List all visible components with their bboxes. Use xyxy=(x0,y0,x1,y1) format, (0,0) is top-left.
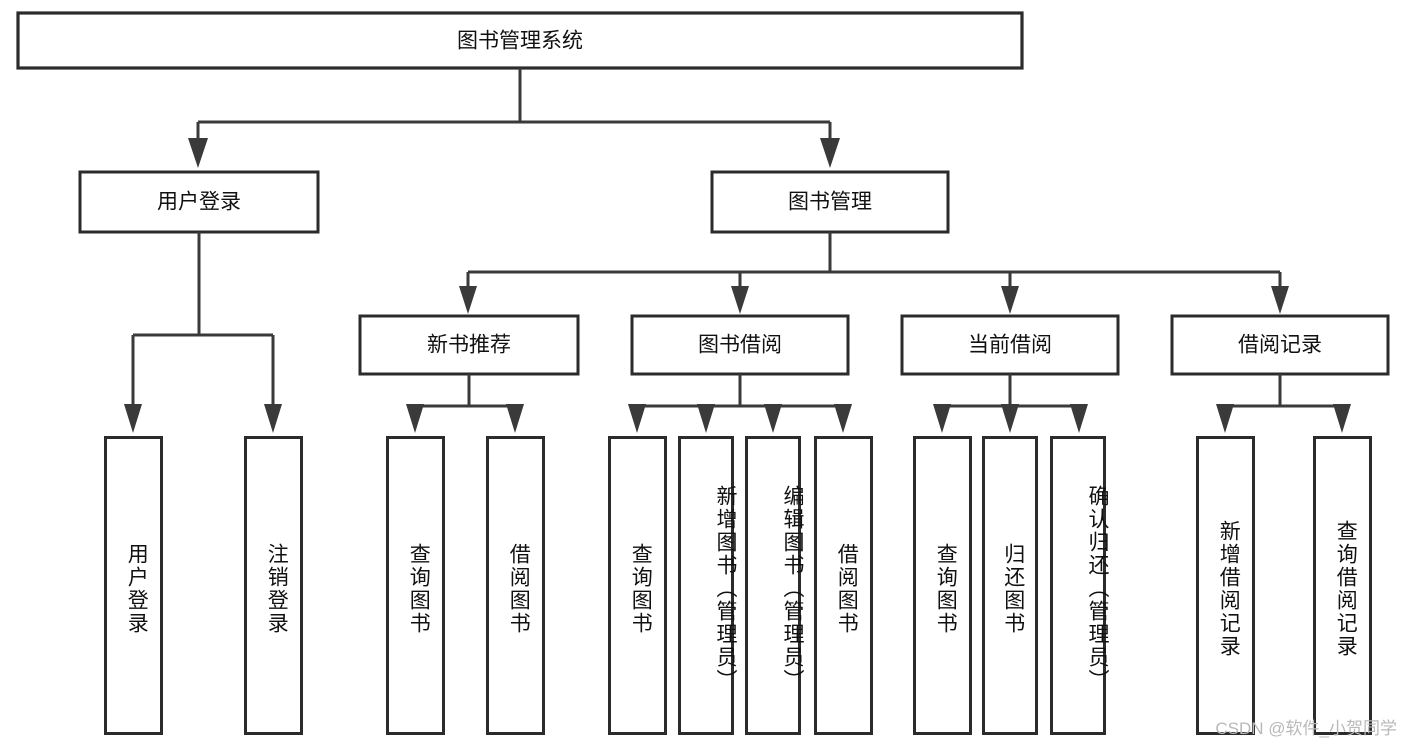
node-user-login-box[interactable] xyxy=(78,170,320,234)
node-book-management-label: 图书管理 xyxy=(788,191,872,214)
arrowhead-level2-1 xyxy=(188,138,208,168)
node-current-borrow-label: 当前借阅 xyxy=(968,334,1052,357)
leaf-box-book-borrow-1[interactable]: 查询图书 xyxy=(608,436,667,735)
leaf-box-current-borrow-3[interactable]: 确认归还（管理员） xyxy=(1050,436,1109,735)
arrowhead-level3-1 xyxy=(459,286,477,314)
leaf-box-user-login-1[interactable]: 用户登录 xyxy=(104,436,163,735)
node-root-box[interactable] xyxy=(16,11,1024,70)
leaf-box-current-borrow-1[interactable]: 查询图书 xyxy=(913,436,972,735)
leaf-label-borrow-record-2: 查询借阅记录 xyxy=(1334,519,1358,658)
leaf-text-wrap: 注销登录 xyxy=(247,439,300,732)
arrowhead-cb-1 xyxy=(933,404,951,433)
leaf-text-wrap: 借阅图书 xyxy=(489,439,542,732)
leaf-label-current-borrow-3: 确认归还（管理员） xyxy=(1086,485,1109,692)
arrowhead-bb-4 xyxy=(834,404,852,433)
node-borrow-record-label: 借阅记录 xyxy=(1238,334,1322,357)
arrowhead-bb-2 xyxy=(697,404,715,433)
leaf-text-wrap: 编辑图书（管理员） xyxy=(748,439,804,732)
leaf-label-book-borrow-1: 查询图书 xyxy=(629,542,653,635)
leaf-box-borrow-record-1[interactable]: 新增借阅记录 xyxy=(1196,436,1255,735)
leaf-label-new-book-recommend-2: 借阅图书 xyxy=(507,542,531,635)
arrowhead-cb-3 xyxy=(1070,404,1088,433)
arrowhead-user-login-leaf-2 xyxy=(264,404,282,433)
leaf-text-wrap: 查询图书 xyxy=(389,439,442,732)
leaf-label-book-borrow-3: 编辑图书（管理员） xyxy=(781,485,804,692)
arrowhead-level3-2 xyxy=(731,286,749,314)
node-book-borrow-box[interactable] xyxy=(630,314,850,376)
leaf-box-new-book-recommend-2[interactable]: 借阅图书 xyxy=(486,436,545,735)
leaf-box-current-borrow-2[interactable]: 归还图书 xyxy=(982,436,1038,735)
node-book-borrow-label: 图书借阅 xyxy=(698,334,782,357)
arrowhead-level3-4 xyxy=(1271,286,1289,314)
leaf-text-wrap: 查询图书 xyxy=(916,439,969,732)
leaf-box-user-login-2[interactable]: 注销登录 xyxy=(244,436,303,735)
node-borrow-record-box[interactable] xyxy=(1170,314,1390,376)
leaf-label-user-login-2: 注销登录 xyxy=(265,542,289,635)
leaf-text-wrap: 用户登录 xyxy=(107,439,160,732)
leaf-box-book-borrow-2[interactable]: 新增图书（管理员） xyxy=(678,436,737,735)
arrowhead-level2-2 xyxy=(820,138,840,168)
arrowhead-user-login-leaf-1 xyxy=(124,404,142,433)
arrowhead-level3-3 xyxy=(1001,286,1019,314)
arrowhead-nbr-2 xyxy=(506,404,524,433)
leaf-text-wrap: 归还图书 xyxy=(985,439,1035,732)
leaf-text-wrap: 查询图书 xyxy=(611,439,664,732)
csdn-watermark: CSDN @软件_小贺同学 xyxy=(1215,719,1397,738)
leaf-box-book-borrow-3[interactable]: 编辑图书（管理员） xyxy=(745,436,804,735)
leaf-label-book-borrow-2: 新增图书（管理员） xyxy=(714,485,737,692)
arrowhead-bb-3 xyxy=(764,404,782,433)
leaf-box-borrow-record-2[interactable]: 查询借阅记录 xyxy=(1313,436,1372,735)
leaf-label-borrow-record-1: 新增借阅记录 xyxy=(1217,519,1241,658)
node-root-label: 图书管理系统 xyxy=(457,30,583,53)
leaf-text-wrap: 借阅图书 xyxy=(817,439,870,732)
arrowhead-nbr-1 xyxy=(406,404,424,433)
arrowhead-bb-1 xyxy=(628,404,646,433)
arrowhead-cb-2 xyxy=(1001,404,1019,433)
leaf-text-wrap: 查询借阅记录 xyxy=(1316,439,1369,732)
leaf-label-new-book-recommend-1: 查询图书 xyxy=(407,542,431,635)
node-new-book-recommend-box[interactable] xyxy=(358,314,580,376)
leaf-text-wrap: 新增借阅记录 xyxy=(1199,439,1252,732)
leaf-label-current-borrow-2: 归还图书 xyxy=(1001,542,1025,635)
leaf-label-user-login-1: 用户登录 xyxy=(125,542,149,635)
node-new-book-recommend-label: 新书推荐 xyxy=(427,334,511,357)
leaf-box-new-book-recommend-1[interactable]: 查询图书 xyxy=(386,436,445,735)
arrowhead-br-2 xyxy=(1333,404,1351,433)
arrowhead-br-1 xyxy=(1216,404,1234,433)
leaf-label-current-borrow-1: 查询图书 xyxy=(934,542,958,635)
leaf-text-wrap: 新增图书（管理员） xyxy=(681,439,737,732)
leaf-text-wrap: 确认归还（管理员） xyxy=(1053,439,1109,732)
node-user-login-label: 用户登录 xyxy=(157,191,241,214)
leaf-label-book-borrow-4: 借阅图书 xyxy=(835,542,859,635)
node-book-management-box[interactable] xyxy=(710,170,950,234)
leaf-box-book-borrow-4[interactable]: 借阅图书 xyxy=(814,436,873,735)
